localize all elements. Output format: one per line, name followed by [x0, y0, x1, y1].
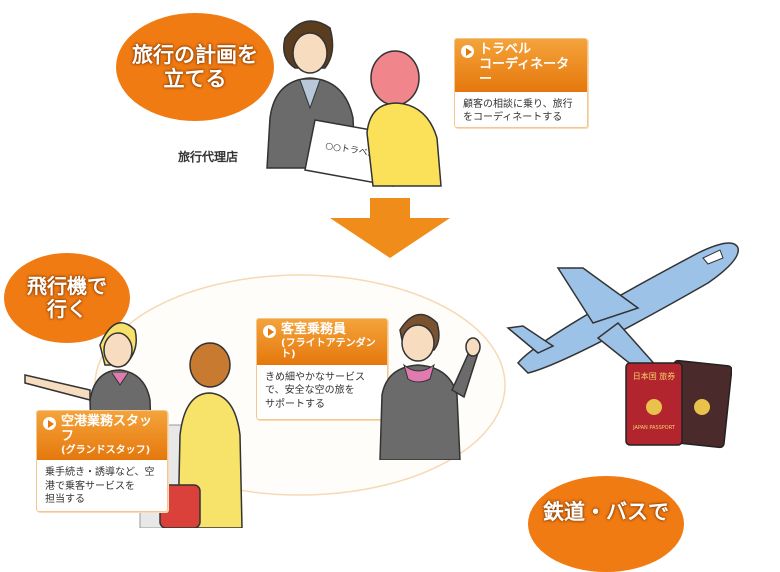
agency-label: 旅行代理店 [178, 150, 239, 164]
fly-bubble: 飛行機で 行く [4, 253, 130, 343]
ground-desc-line3: 担当する [45, 494, 85, 506]
travel-title-line2: コーディネーター [479, 56, 570, 87]
travel-coordinator-desc: 顧客の相談に乗り、旅行 をコーディネートする [455, 92, 587, 131]
arrow-icon [43, 417, 56, 430]
cabin-desc-line1: きめ細やかなサービス [265, 371, 365, 383]
travel-agent-illustration: ○○トラベル 19800円!! [266, 20, 442, 187]
fly-bubble-line2: 行く [47, 297, 87, 321]
passport-text: JAPAN PASSPORT [632, 425, 676, 431]
cabin-title: 客室乗務員 [281, 322, 347, 337]
fly-bubble-line1: 飛行機で [27, 274, 107, 298]
ground-title: 空港業務スタッフ [61, 414, 153, 444]
travel-coordinator-card: トラベル コーディネーター 顧客の相談に乗り、旅行 をコーディネートする [454, 38, 588, 128]
travel-desc-line1: 顧客の相談に乗り、旅行 [463, 98, 573, 110]
arrow-icon [263, 325, 276, 338]
cabin-desc-line3: サポートする [265, 398, 325, 410]
cabin-attendant-card: 客室乗務員 (フライトアテンダント) きめ細やかなサービス で、安全な空の旅を … [256, 318, 388, 420]
down-arrow-icon [330, 198, 450, 258]
passport-illustration: 日本国 旅券 JAPAN PASSPORT [625, 359, 732, 449]
cabin-desc-line2: で、安全な空の旅を [265, 385, 355, 397]
flight-attendant-illustration [379, 313, 481, 460]
cabin-subtitle: (フライトアテンダント) [281, 337, 376, 361]
cabin-attendant-title: 客室乗務員 (フライトアテンダント) [257, 319, 387, 365]
ground-staff-desc: 乗手続き・誘導など、空 港で乗客サービスを 担当する [37, 460, 167, 513]
plan-bubble: 旅行の計画を 立てる [116, 13, 274, 121]
ground-staff-title: 空港業務スタッフ (グランドスタッフ) [37, 411, 167, 461]
plan-bubble-line1: 旅行の計画を [132, 42, 258, 67]
travel-title-line1: トラベル [479, 42, 532, 57]
ground-desc-line1: 乗手続き・誘導など、空 [45, 467, 155, 479]
plan-bubble-line2: 立てる [163, 67, 227, 91]
rail-bus-bubble: 鉄道・バスで [528, 476, 684, 572]
travel-desc-line2: をコーディネートする [463, 112, 563, 124]
arrow-icon [461, 45, 474, 58]
ground-staff-card: 空港業務スタッフ (グランドスタッフ) 乗手続き・誘導など、空 港で乗客サービス… [36, 410, 168, 512]
ground-subtitle: (グランドスタッフ) [61, 444, 151, 456]
cabin-attendant-desc: きめ細やかなサービス で、安全な空の旅を サポートする [257, 365, 387, 418]
rail-bus-bubble-text: 鉄道・バスで [543, 500, 669, 524]
airplane-illustration [506, 242, 739, 374]
passport-top-text: 日本国 旅券 [633, 371, 676, 381]
ground-desc-line2: 港で乗客サービスを [45, 480, 135, 492]
travel-coordinator-title: トラベル コーディネーター [455, 39, 587, 92]
